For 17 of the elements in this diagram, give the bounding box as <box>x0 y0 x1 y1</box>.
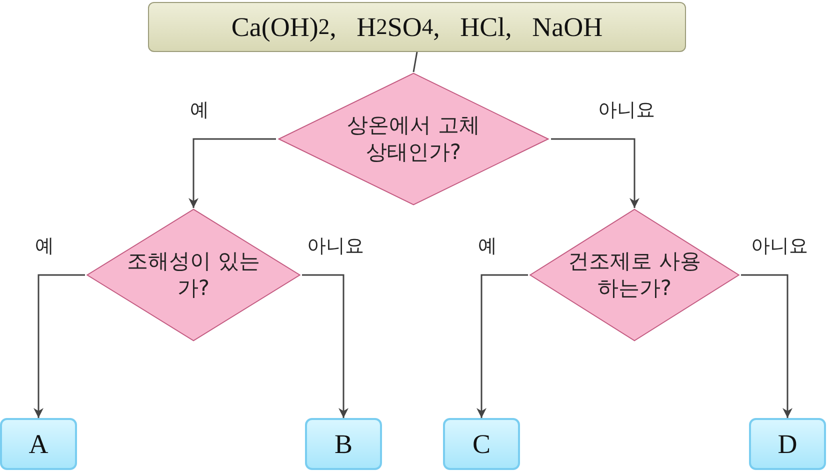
arrow <box>476 274 528 418</box>
decision-diamond <box>276 72 551 206</box>
result-box: D <box>749 418 826 470</box>
question-text: 건조제로 사용하는가? <box>567 248 702 302</box>
result-box: A <box>0 418 77 470</box>
arrow <box>34 274 85 418</box>
decision-diamond <box>528 208 741 342</box>
arrow <box>551 138 640 208</box>
arrow <box>302 274 348 418</box>
connector-line <box>412 52 418 72</box>
result-box: B <box>305 418 382 470</box>
arrow <box>188 138 276 208</box>
decision-diamond <box>85 208 302 342</box>
question-text: 상온에서 고체 상태인가? <box>346 112 481 166</box>
result-box: C <box>443 418 520 470</box>
arrow <box>741 274 792 418</box>
question-text: 조해성이 있는가? <box>126 248 261 302</box>
